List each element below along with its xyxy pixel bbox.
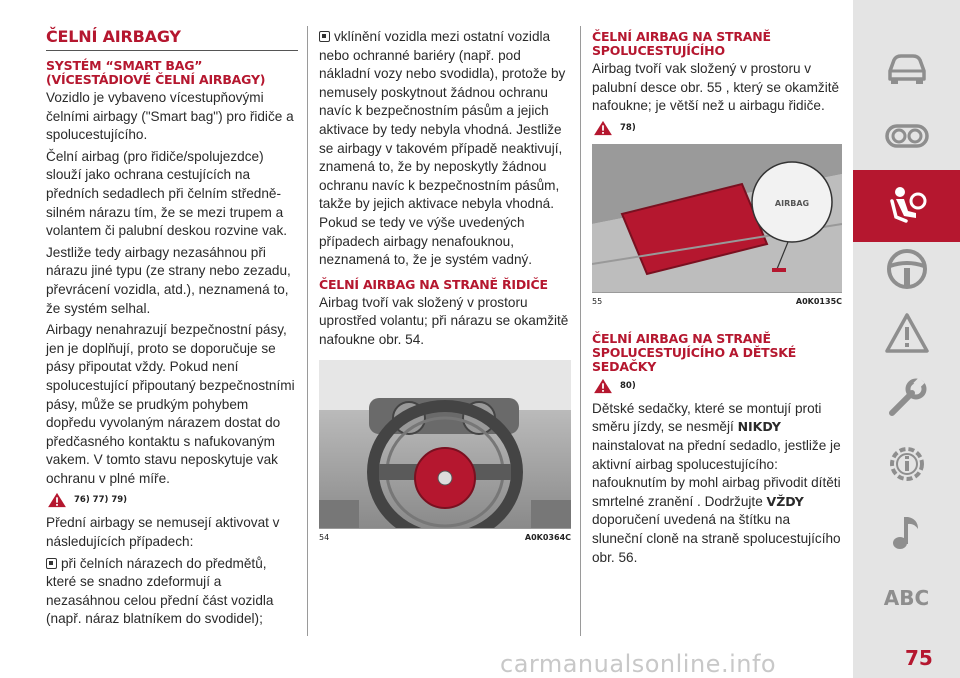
subsection-title: ČELNÍ AIRBAG NA STRANĚ ŘIDIČE bbox=[319, 276, 548, 292]
paragraph: Airbagy nenahrazují bezpečnostní pásy, j… bbox=[46, 322, 295, 486]
warning-refs: 80) bbox=[620, 380, 636, 391]
bullet-item: vklínění vozidla mezi ostatní vozidla ne… bbox=[319, 28, 571, 270]
index-label: ABC bbox=[883, 586, 930, 610]
subsection-title: ČELNÍ AIRBAG NA STRANĚ SPOLUCESTUJÍCÍHO … bbox=[592, 330, 797, 374]
figure-code: A0K0135C bbox=[795, 296, 842, 306]
bullet-item: při čelních nárazech do předmětů, které … bbox=[46, 555, 298, 629]
music-note-icon bbox=[892, 517, 918, 549]
paragraph: Dětské sedačky, které se montují proti s… bbox=[592, 400, 842, 567]
sidebar-item-maintenance[interactable] bbox=[853, 362, 960, 434]
sidebar-item-multimedia[interactable] bbox=[853, 496, 960, 568]
bullet-icon bbox=[46, 557, 57, 569]
dashboard-airbag-image: AIRBAG bbox=[592, 143, 842, 293]
paragraph: Vozidlo je vybaveno vícestupňovými čelní… bbox=[46, 90, 294, 143]
figure-number: 55 bbox=[592, 296, 603, 306]
paragraph: Jestliže tedy airbagy nezasáhnou při nár… bbox=[46, 244, 291, 316]
sidebar-item-safety[interactable] bbox=[853, 170, 960, 242]
figure-code: A0K0364C bbox=[524, 532, 571, 542]
emphasis-never: NIKDY bbox=[737, 419, 781, 435]
figure-55: AIRBAG 55 A0K0135C bbox=[592, 143, 842, 306]
warning-reference: 76) 77) 79) bbox=[46, 492, 298, 508]
bullet-icon bbox=[319, 31, 330, 42]
gear-info-icon bbox=[889, 447, 924, 481]
section-title: ČELNÍ AIRBAGY bbox=[46, 28, 298, 51]
sidebar-item-index[interactable]: ABC bbox=[853, 562, 960, 634]
column-3: ČELNÍ AIRBAG NA STRANĚ SPOLUCESTUJÍCÍHO … bbox=[592, 28, 842, 570]
sidebar-item-technical[interactable] bbox=[853, 428, 960, 500]
column-divider bbox=[580, 26, 581, 636]
warning-reference: 78) bbox=[592, 120, 842, 136]
figure-54: 54 A0K0364C bbox=[319, 359, 571, 542]
column-1: ČELNÍ AIRBAGY SYSTÉM “SMART BAG” (VÍCEST… bbox=[46, 28, 298, 632]
warning-reference: 80) bbox=[592, 378, 842, 394]
sidebar-item-emergency[interactable] bbox=[853, 298, 960, 370]
text-run: nainstalovat na přední sedadlo, jestliže… bbox=[592, 437, 841, 509]
airbag-seat-icon bbox=[889, 187, 926, 223]
paragraph: Čelní airbag (pro řidiče/spolujezdce) sl… bbox=[46, 148, 288, 239]
car-icon bbox=[887, 54, 926, 84]
paragraph: Airbag tvoří vak složený v prostoru upro… bbox=[319, 294, 569, 347]
warning-icon bbox=[884, 313, 929, 353]
watermark: carmanualsonline.info bbox=[500, 650, 777, 678]
warning-icon bbox=[48, 493, 66, 508]
figure-caption: 54 A0K0364C bbox=[319, 533, 571, 542]
warning-refs: 76) 77) 79) bbox=[74, 495, 128, 506]
airbag-label: AIRBAG bbox=[775, 199, 809, 208]
text-run: Dětské sedačky, které se montují proti s… bbox=[592, 400, 822, 435]
warning-icon bbox=[594, 378, 612, 393]
bullet-text: vklínění vozidla mezi ostatní vozidla ne… bbox=[319, 29, 566, 268]
subsection-title: SYSTÉM “SMART BAG” (VÍCESTÁDIOVÉ ČELNÍ A… bbox=[46, 58, 266, 87]
bullet-text: při čelních nárazech do předmětů, které … bbox=[46, 555, 274, 627]
chapter-sidebar: ABC bbox=[853, 0, 960, 678]
subsection-title: ČELNÍ AIRBAG NA STRANĚ SPOLUCESTUJÍCÍHO bbox=[592, 29, 771, 58]
text-run: doporučení uvedená na štítku na sluneční… bbox=[592, 512, 841, 565]
steering-wheel-icon bbox=[886, 249, 927, 289]
figure-number: 54 bbox=[319, 532, 330, 542]
warning-refs: 78) bbox=[620, 122, 636, 133]
paragraph: Airbag tvoří vak složený v prostoru v pa… bbox=[592, 61, 840, 114]
sidebar-item-driving[interactable] bbox=[853, 233, 960, 305]
sidebar-item-dashboard[interactable] bbox=[853, 100, 960, 172]
sidebar-item-car[interactable] bbox=[853, 32, 960, 104]
emphasis-always: VŽDY bbox=[766, 493, 804, 509]
page-number: 75 bbox=[905, 646, 933, 670]
warning-icon bbox=[594, 120, 612, 135]
column-divider bbox=[307, 26, 308, 636]
column-2: vklínění vozidla mezi ostatní vozidla ne… bbox=[319, 28, 571, 542]
steering-wheel-image bbox=[319, 359, 571, 529]
wrench-icon bbox=[888, 377, 926, 416]
dashboard-icon bbox=[884, 124, 929, 148]
paragraph: Přední airbagy se nemusejí aktivovat v n… bbox=[46, 515, 280, 550]
figure-caption: 55 A0K0135C bbox=[592, 297, 842, 306]
